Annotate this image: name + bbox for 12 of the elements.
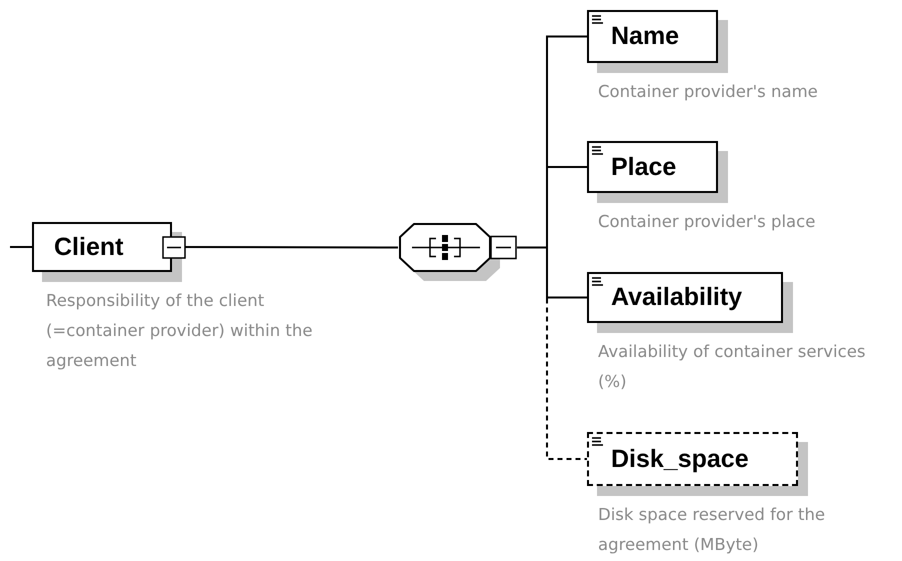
connector-line [10,246,32,248]
annotation-text: Availability of container services (%) [598,341,866,393]
connector-line [517,246,587,460]
element-name: Client [54,232,124,262]
annotation-text: Container provider's place [598,211,816,233]
annotation-text: Responsibility of the client (=container provider) within the agreement [46,290,314,372]
element-name: Place [611,152,676,182]
annotation-text: Disk space reserved for the agreement (MByte) [598,504,826,556]
element-name: Disk_space [611,444,749,474]
element-name: Availability [611,283,742,312]
annotation-text: Container provider's name [598,81,819,103]
element-name: Name [611,22,680,51]
